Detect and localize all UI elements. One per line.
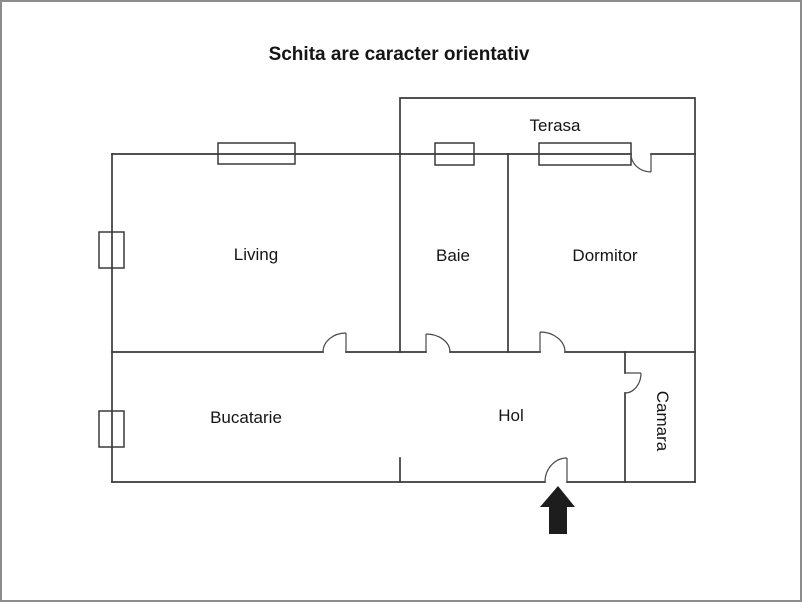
room-label-terasa: Terasa bbox=[529, 116, 581, 135]
windows bbox=[98, 142, 632, 448]
wall-terasa-and-right bbox=[399, 97, 696, 483]
room-label-dormitor: Dormitor bbox=[572, 246, 638, 265]
door-dormitor bbox=[539, 331, 566, 353]
room-label-baie: Baie bbox=[435, 246, 471, 265]
window-baie-top bbox=[434, 142, 475, 166]
window-living-top bbox=[217, 142, 296, 165]
door-terasa bbox=[630, 153, 652, 173]
door-entrance bbox=[544, 457, 568, 483]
walls bbox=[111, 97, 696, 483]
room-label-bucatarie: Bucatarie bbox=[210, 408, 282, 427]
room-label-hol: Hol bbox=[498, 406, 524, 425]
door-camara bbox=[624, 372, 642, 394]
disclaimer-title: Schita are caracter orientativ bbox=[268, 44, 530, 65]
entrance-arrow-icon bbox=[540, 486, 575, 534]
doors bbox=[322, 153, 652, 483]
room-label-living: Living bbox=[233, 245, 279, 264]
door-living bbox=[322, 332, 347, 353]
room-label-camara: Camara bbox=[653, 390, 672, 452]
window-bucatarie-left bbox=[98, 410, 125, 448]
window-living-left bbox=[98, 231, 125, 269]
door-baie bbox=[425, 333, 451, 353]
